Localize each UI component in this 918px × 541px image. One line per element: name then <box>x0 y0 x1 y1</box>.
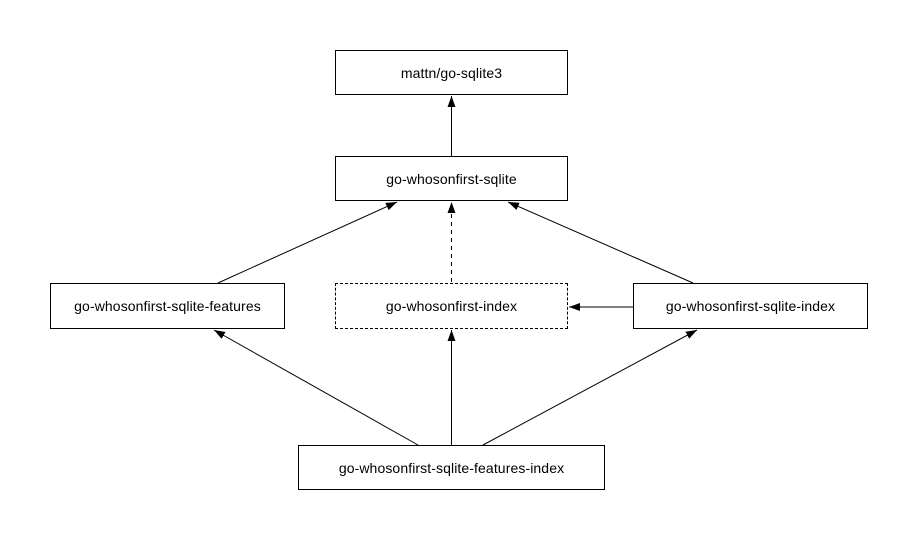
node-go-whosonfirst-sqlite-index: go-whosonfirst-sqlite-index <box>633 283 868 329</box>
node-label-go-whosonfirst-index: go-whosonfirst-index <box>385 298 518 314</box>
node-mattn-go-sqlite3: mattn/go-sqlite3 <box>335 50 568 95</box>
node-go-whosonfirst-sqlite: go-whosonfirst-sqlite <box>335 156 568 201</box>
edge-go-whosonfirst-sqlite-index-to-go-whosonfirst-sqlite <box>507 201 694 284</box>
edge-go-whosonfirst-sqlite-features-index-to-go-whosonfirst-sqlite-index <box>482 329 698 446</box>
node-go-whosonfirst-sqlite-features-index: go-whosonfirst-sqlite-features-index <box>298 445 605 490</box>
node-label-go-whosonfirst-sqlite-features: go-whosonfirst-sqlite-features <box>74 298 261 314</box>
node-go-whosonfirst-sqlite-features: go-whosonfirst-sqlite-features <box>50 283 285 329</box>
edge-go-whosonfirst-sqlite-features-to-go-whosonfirst-sqlite <box>217 201 398 284</box>
node-go-whosonfirst-index: go-whosonfirst-index <box>335 283 568 329</box>
edge-go-whosonfirst-sqlite-features-index-to-go-whosonfirst-sqlite-features <box>213 329 419 446</box>
node-label-go-whosonfirst-sqlite: go-whosonfirst-sqlite <box>386 170 517 187</box>
node-label-go-whosonfirst-sqlite-features-index: go-whosonfirst-sqlite-features-index <box>338 459 565 476</box>
node-label-go-whosonfirst-sqlite-index: go-whosonfirst-sqlite-index <box>665 298 836 314</box>
node-label-mattn-go-sqlite3: mattn/go-sqlite3 <box>400 64 503 81</box>
